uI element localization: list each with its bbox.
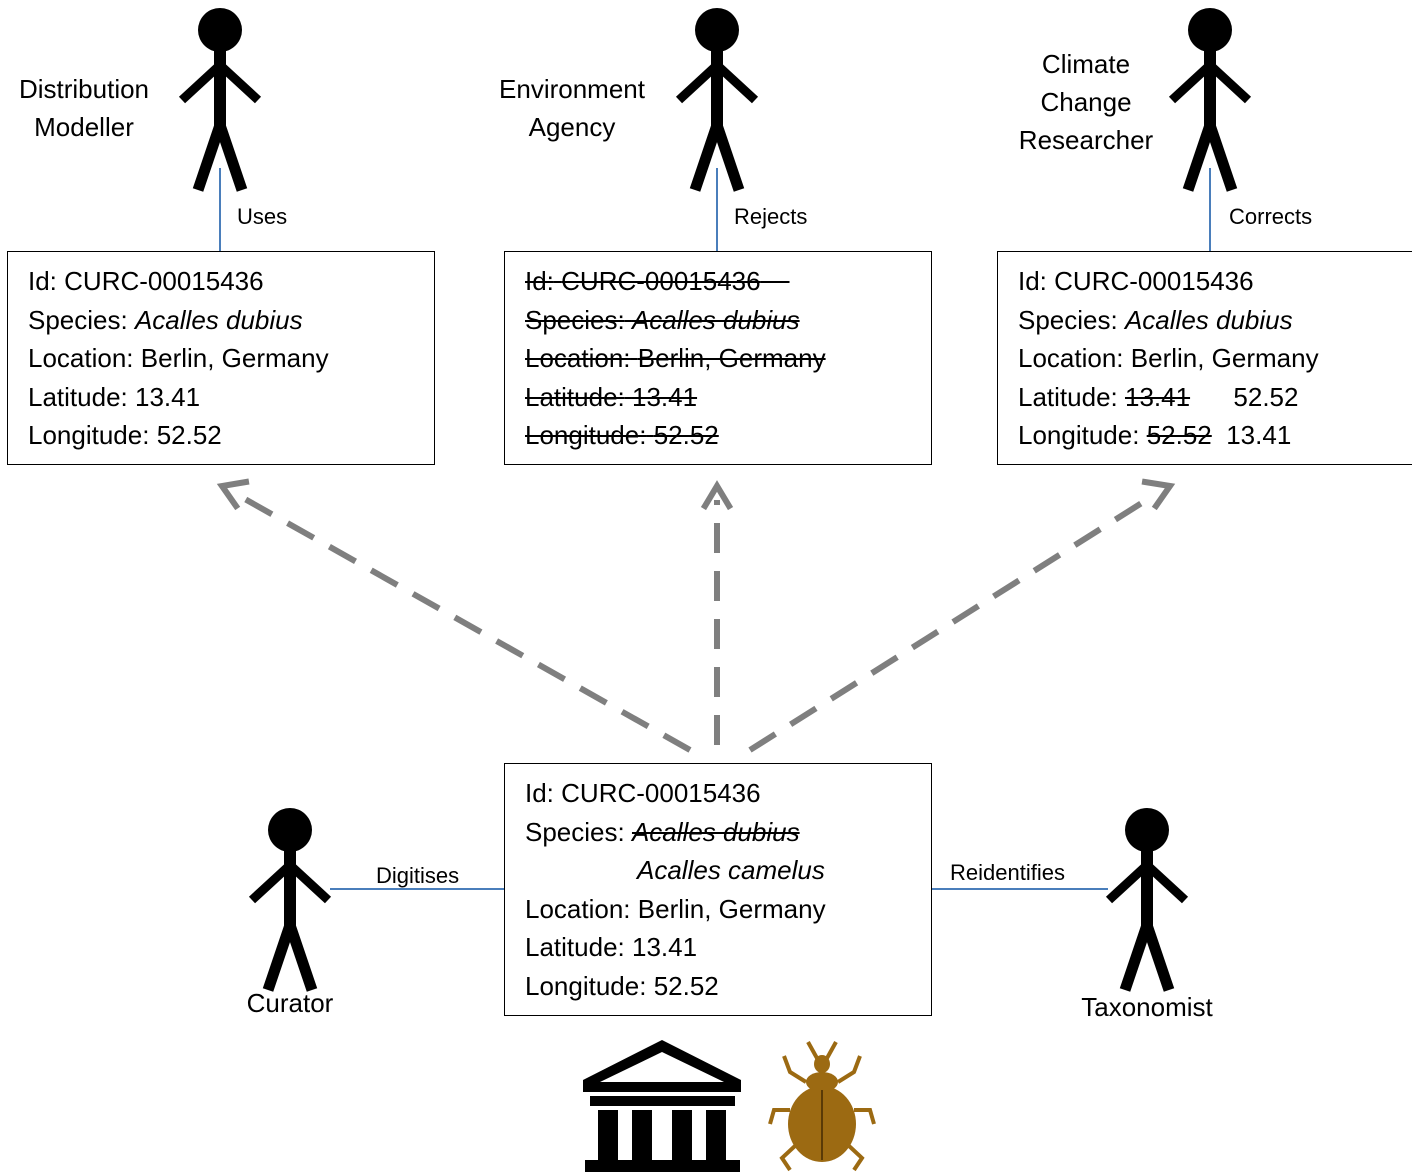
record-id-row: Id: CURC-00015436 [525,266,761,296]
dashed-arrows [234,491,1158,753]
person-climate-researcher-icon [1172,8,1248,190]
record-location-row: Location: Berlin, Germany [1018,343,1319,373]
record-id-row: Id: CURC-00015436 [1018,266,1254,296]
label-reidentifies: Reidentifies [950,860,1065,885]
person-distribution-modeller-icon [182,8,258,190]
species-old-value: Acalles dubius [631,816,800,847]
record-id-row: Id: CURC-00015436 [28,266,264,296]
role-climate-change-researcher: Climate Change Researcher [1018,49,1154,155]
record-longitude-row: Longitude: 52.52 [525,970,719,1001]
record-species-row: Species: Acalles dubius [28,304,303,335]
species-new-value: Acalles camelus [637,855,825,885]
longitude-new-value: 13.41 [1226,420,1292,450]
longitude-old-value: 52.52 [1146,420,1212,450]
record-location-row: Location: Berlin, Germany [525,893,826,924]
record-species-row: Species: Acalles dubius [1018,304,1293,335]
arrow-heads [216,478,1176,511]
record-longitude-row: Longitude: 52.52 [525,420,719,450]
beetle-icon [768,1041,876,1172]
record-longitude-row: Longitude: 52.52 [28,420,222,450]
record-species-row: Species: Acalles dubius [525,816,800,847]
record-card-rejects: Id: CURC-00015436 Species: Acalles dubiu… [504,251,932,465]
latitude-new-value: 52.52 [1233,381,1299,412]
record-id-row: Id: CURC-00015436 [525,778,761,808]
record-location-row: Location: Berlin, Germany [525,343,826,373]
role-curator: Curator [246,988,334,1018]
record-latitude-row: Latitude: 13.41 [28,381,201,412]
role-distribution-modeller: Distribution Modeller [18,74,150,142]
person-taxonomist-icon [1109,808,1185,990]
latitude-old-value: 13.41 [1124,381,1191,412]
record-latitude-row: Latitude: 13.41 52.52 [1018,381,1299,412]
record-species-row: Species: Acalles dubius [525,304,800,335]
label-uses: Uses [237,204,288,229]
role-environment-agency: Environment Agency [499,74,645,142]
role-taxonomist: Taxonomist [1081,992,1213,1022]
record-card-corrects: Id: CURC-00015436 Species: Acalles dubiu… [997,251,1412,465]
record-species-new-row: Acalles camelus [525,851,931,890]
record-card-source: Id: CURC-00015436 Species: Acalles dubiu… [504,763,932,1016]
label-digitises: Digitises [376,863,460,888]
label-corrects: Corrects [1229,204,1313,229]
person-environment-agency-icon [679,8,755,190]
record-longitude-row: Longitude: 52.52 13.41 [1018,420,1292,450]
museum-icon [583,1040,741,1172]
label-rejects: Rejects [734,204,808,229]
record-latitude-row: Latitude: 13.41 [525,381,698,412]
record-latitude-row: Latitude: 13.41 [525,932,698,962]
connector-lines [219,168,1211,890]
record-card-uses: Id: CURC-00015436 Species: Acalles dubiu… [7,251,435,465]
person-curator-icon [252,808,328,990]
record-location-row: Location: Berlin, Germany [28,343,329,373]
